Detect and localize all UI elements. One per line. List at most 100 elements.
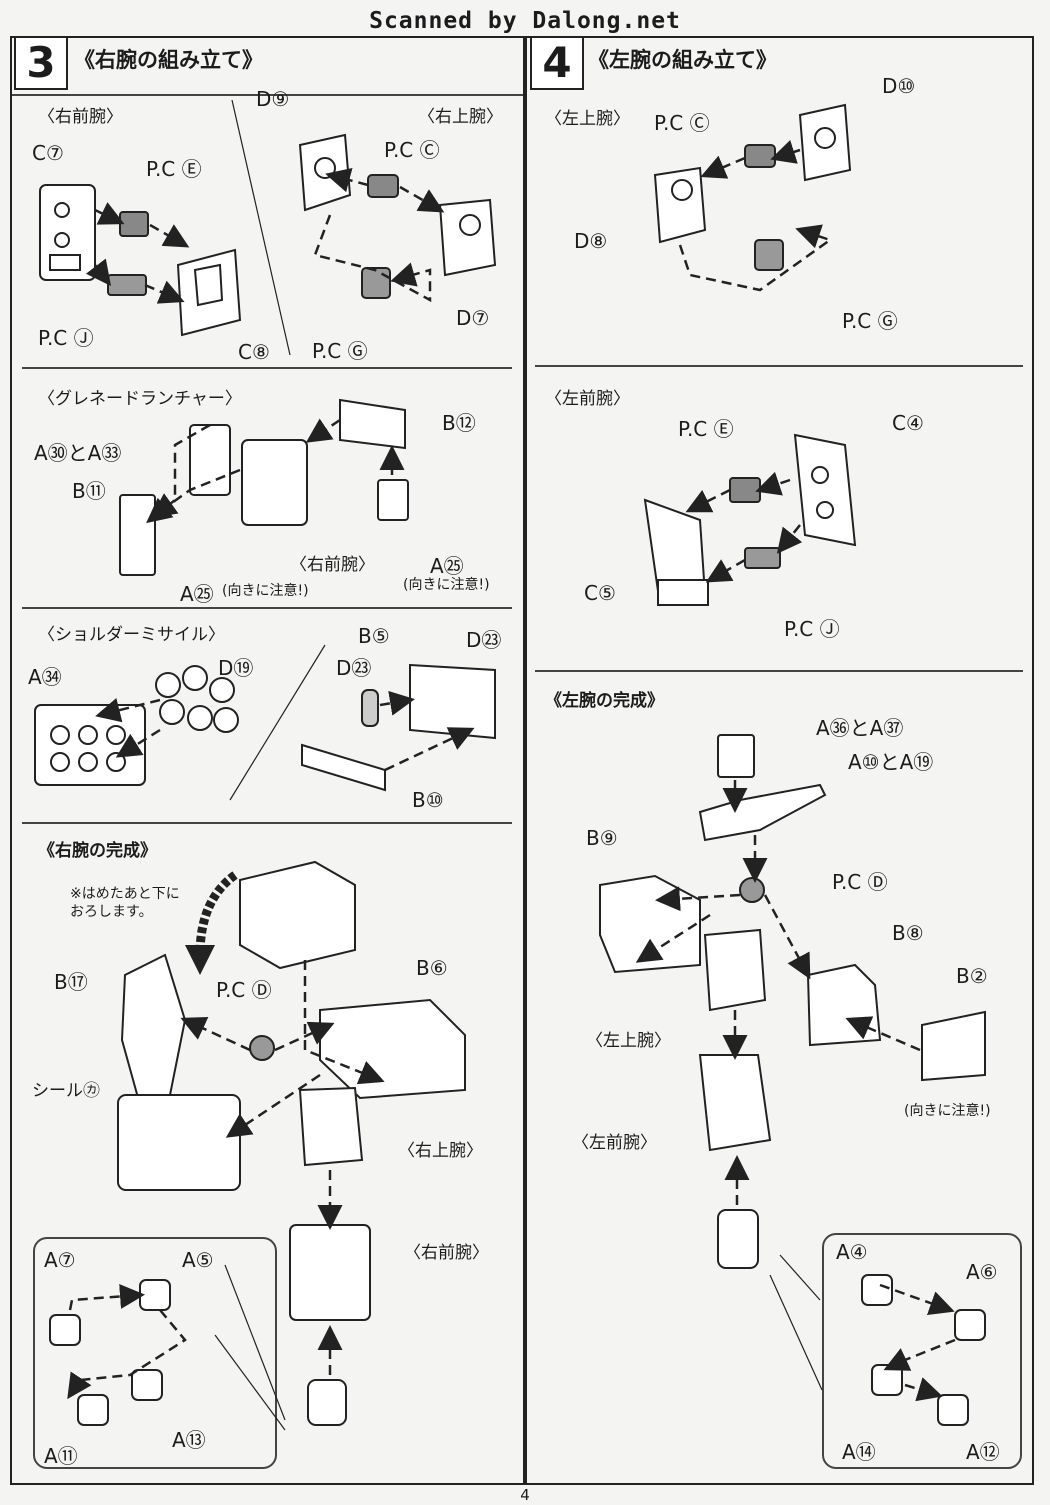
- a10-a19-shoulder-plate-part: [698, 783, 827, 842]
- column-divider: [523, 36, 527, 1483]
- a30-a33-launcher-part: [189, 424, 231, 496]
- sticker-label: シール㋕: [32, 1081, 100, 1101]
- part-label: B②: [956, 964, 988, 988]
- hand-part-label: A⑫: [966, 1440, 1000, 1464]
- forearm-assembly-part: [698, 1054, 772, 1152]
- hand-part: [307, 1379, 347, 1426]
- right-arm-complete-heading: 《右腕の完成》: [38, 841, 157, 861]
- b8-shoulder-half-part: [806, 963, 882, 1047]
- d10-upper-arm-half-part: [798, 103, 852, 182]
- part-label: C⑦: [32, 141, 64, 165]
- b6-arm-bracket-part: [319, 998, 466, 1100]
- hand-part-label: A⑥: [966, 1260, 998, 1284]
- page-frame: [10, 36, 1034, 1485]
- hand-part: [871, 1364, 903, 1396]
- divider-forearm-grenade: [22, 367, 512, 369]
- c7-forearm-half-part: [39, 184, 96, 281]
- a25-peg-part: [377, 479, 409, 521]
- hand-part: [937, 1394, 969, 1426]
- part-label: A㉞: [28, 665, 62, 689]
- shoulder-armor-assembly-part: [239, 860, 356, 970]
- right-forearm-heading: 〈右前腕〉: [38, 107, 123, 127]
- part-label: A㉚とA㉝: [34, 441, 122, 465]
- hand-part-label: A⑪: [44, 1444, 78, 1468]
- step3-title: 《右腕の組み立て》: [74, 48, 263, 72]
- right-upper-arm-ref: 〈右上腕〉: [398, 1141, 483, 1161]
- part-label: A㉕: [180, 582, 214, 606]
- part-label: B⑰: [54, 970, 88, 994]
- part-label: B⑫: [442, 411, 476, 435]
- grenade-launcher-heading: 〈グレネードランチャー〉: [38, 389, 242, 409]
- step4-title: 《左腕の組み立て》: [588, 48, 777, 72]
- part-label: P.C Ⓔ: [678, 417, 734, 441]
- orientation-note: (向きに注意!): [222, 583, 309, 599]
- c8-forearm-half-part: [176, 248, 242, 337]
- hand-part: [139, 1279, 171, 1311]
- page-number: 4: [520, 1486, 530, 1504]
- pc-j-joint-part: [744, 547, 781, 569]
- part-label: P.C Ⓒ: [384, 138, 440, 162]
- pc-d-joint-part: [249, 1035, 275, 1061]
- a34-missile-pod-part: [34, 704, 146, 786]
- scanner-watermark: Scanned by Dalong.net: [369, 8, 681, 34]
- step3-header-rule: [12, 94, 523, 96]
- step4-number: 4: [530, 36, 584, 90]
- left-forearm-ref: 〈左前腕〉: [572, 1133, 657, 1153]
- orientation-note: (向きに注意!): [403, 577, 490, 593]
- hand-part-label: A⑤: [182, 1248, 214, 1272]
- hand-part: [49, 1314, 81, 1346]
- part-label: B⑩: [412, 788, 444, 812]
- a36-a37-shoulder-part: [717, 734, 755, 778]
- part-label: D⑲: [218, 656, 254, 680]
- upper-arm-assembly-part: [703, 928, 767, 1012]
- hand-part-label: A⑭: [842, 1440, 876, 1464]
- hand-part: [131, 1369, 163, 1401]
- part-label: P.C Ⓓ: [832, 870, 888, 894]
- left-arm-complete-heading: 《左腕の完成》: [545, 691, 664, 711]
- left-upper-arm-ref: 〈左上腕〉: [586, 1031, 671, 1051]
- d19-missile-cluster-part: [155, 665, 239, 733]
- part-label: P.C Ⓖ: [842, 309, 898, 333]
- pc-c-joint-part: [744, 144, 776, 168]
- divider-grenade-missile: [22, 607, 512, 609]
- right-forearm-ref: 〈右前腕〉: [290, 555, 375, 575]
- part-label: C④: [892, 411, 924, 435]
- d8-upper-arm-half-part: [653, 166, 707, 244]
- pc-e-joint-part: [119, 211, 149, 237]
- pc-d-joint-part: [739, 877, 765, 903]
- part-label: C⑧: [238, 340, 270, 364]
- left-forearm-heading: 〈左前腕〉: [545, 389, 630, 409]
- divider-forearm-complete-left: [535, 670, 1023, 672]
- part-label: D㉓: [466, 628, 502, 652]
- hand-part-label: A⑦: [44, 1248, 76, 1272]
- c5-forearm-half-part: [643, 498, 709, 607]
- b12-bracket-part: [339, 398, 406, 450]
- part-label: P.C Ⓙ: [38, 326, 94, 350]
- forearm-assembly-part: [241, 439, 308, 526]
- pc-g-joint-part: [754, 239, 784, 271]
- part-label: P.C Ⓒ: [654, 111, 710, 135]
- b11-launcher-body-part: [119, 494, 156, 576]
- part-label: B⑥: [416, 956, 448, 980]
- hand-part: [861, 1274, 893, 1306]
- hand-part: [954, 1309, 986, 1341]
- c4-forearm-half-part: [793, 433, 857, 547]
- b5-missile-frame-part: [409, 663, 496, 740]
- d9-upper-arm-half-part: [298, 133, 352, 212]
- pc-c-joint-part: [367, 174, 399, 198]
- pc-g-joint-part: [361, 267, 391, 299]
- forearm-assembly-part: [289, 1224, 371, 1321]
- divider-missile-complete: [22, 822, 512, 824]
- pc-j-joint-part: [107, 274, 147, 296]
- left-upper-arm-heading: 〈左上腕〉: [545, 109, 630, 129]
- part-label: A㉕: [430, 554, 464, 578]
- part-label: P.C Ⓓ: [216, 978, 272, 1002]
- divider-upper-forearm-left: [535, 365, 1023, 367]
- part-label: P.C Ⓔ: [146, 157, 202, 181]
- part-label: D⑧: [574, 229, 608, 253]
- part-label: B⑤: [358, 624, 390, 648]
- hand-part-label: A④: [836, 1240, 868, 1264]
- part-label: A⑩とA⑲: [848, 750, 934, 774]
- b2-shoulder-armor-part: [921, 1010, 986, 1082]
